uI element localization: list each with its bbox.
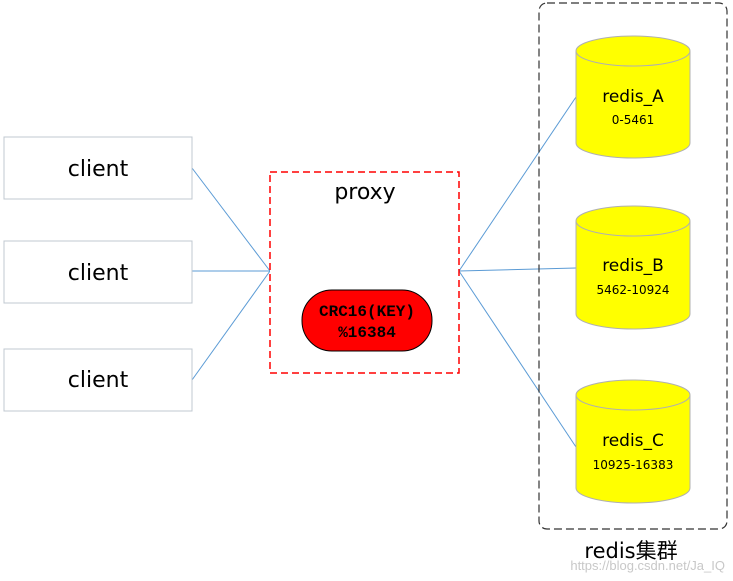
redis-node-a: redis_A 0-5461 — [575, 35, 691, 159]
redis-node-c: redis_C 10925-16383 — [575, 379, 691, 504]
client-label: client — [68, 261, 129, 286]
client-label: client — [68, 368, 129, 393]
client-label: client — [68, 157, 129, 182]
client-box-2: client — [3, 240, 193, 304]
redis-slot-range: 10925-16383 — [593, 458, 674, 472]
database-icon — [575, 221, 691, 330]
connector-client-3 — [191, 270, 271, 381]
hash-badge — [301, 289, 433, 352]
database-icon — [575, 51, 691, 159]
redis-slot-range: 0-5461 — [612, 113, 655, 127]
redis-connectors — [458, 96, 577, 448]
database-icon-top — [575, 205, 691, 237]
connector-client-1 — [191, 167, 271, 272]
proxy-title: proxy — [334, 180, 395, 205]
connector-redis-c — [458, 270, 577, 448]
hash-formula-line1: CRC16(KEY) — [319, 303, 415, 321]
connector-redis-b — [458, 267, 577, 272]
database-icon — [575, 395, 691, 504]
watermark: https://blog.csdn.net/Ja_IQ — [570, 558, 725, 573]
cluster-label: redis集群 — [584, 539, 677, 563]
redis-node-b: redis_B 5462-10924 — [575, 205, 691, 330]
connector-redis-a — [458, 96, 577, 272]
redis-node-name: redis_C — [602, 431, 664, 451]
database-icon-top — [575, 379, 691, 411]
proxy-group: proxy CRC16(KEY) %16384 — [269, 171, 460, 374]
redis-node-name: redis_A — [602, 87, 664, 107]
database-icon-top — [575, 35, 691, 67]
client-box-3: client — [3, 348, 193, 412]
redis-cluster-boundary — [538, 2, 728, 530]
redis-slot-range: 5462-10924 — [596, 283, 669, 297]
client-box-1: client — [3, 136, 193, 200]
client-connectors — [191, 167, 271, 381]
redis-node-name: redis_B — [602, 256, 664, 276]
hash-formula-line2: %16384 — [338, 324, 396, 342]
